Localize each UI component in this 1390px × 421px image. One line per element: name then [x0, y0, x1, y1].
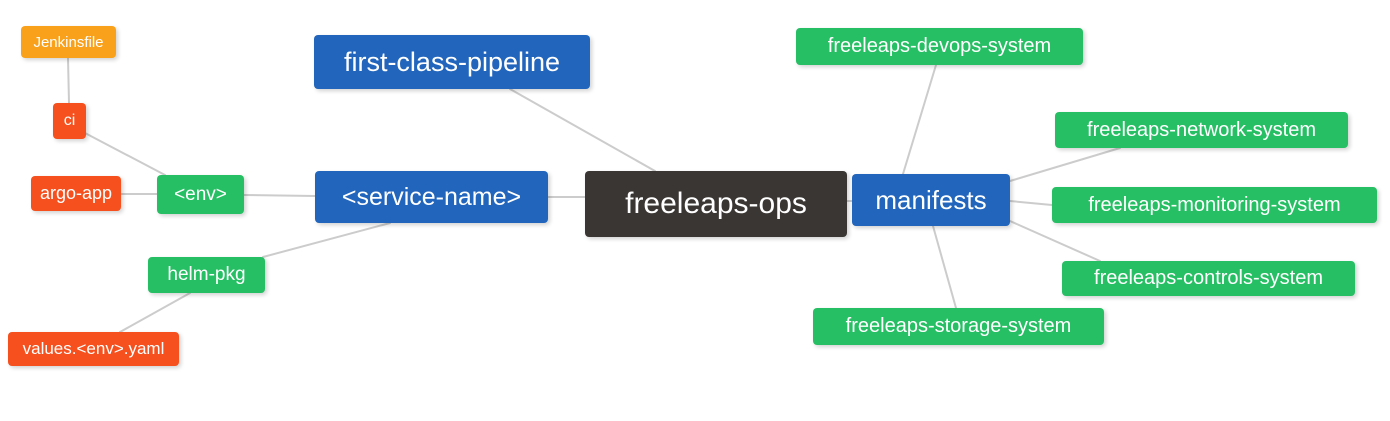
- node-helm-pkg[interactable]: helm-pkg: [148, 257, 265, 293]
- node-label: freeleaps-storage-system: [845, 315, 1072, 337]
- node-monitoring-system[interactable]: freeleaps-monitoring-system: [1052, 187, 1377, 223]
- node-devops-system[interactable]: freeleaps-devops-system: [796, 28, 1083, 65]
- edge-helm-pkg-service-name: [262, 222, 391, 258]
- node-argo-app[interactable]: argo-app: [31, 176, 121, 211]
- node-env[interactable]: <env>: [157, 175, 244, 214]
- edge-first-class-pipeline-freeleaps-ops: [509, 88, 656, 172]
- node-label: Jenkinsfile: [33, 33, 104, 51]
- node-label: ci: [63, 112, 76, 129]
- edge-manifests-devops-system: [902, 64, 937, 175]
- node-label: freeleaps-monitoring-system: [1088, 193, 1341, 216]
- node-network-system[interactable]: freeleaps-network-system: [1055, 112, 1348, 148]
- node-first-class-pipeline[interactable]: first-class-pipeline: [314, 35, 590, 89]
- node-ci[interactable]: ci: [53, 103, 86, 139]
- edge-manifests-controls-system: [1009, 220, 1101, 262]
- node-label: freeleaps-ops: [625, 187, 807, 220]
- edge-jenkinsfile-ci: [67, 57, 70, 104]
- node-label: freeleaps-network-system: [1087, 118, 1316, 141]
- edge-manifests-storage-system: [932, 225, 957, 309]
- node-label: argo-app: [39, 183, 113, 203]
- node-label: first-class-pipeline: [343, 46, 561, 77]
- edge-env-service-name: [243, 194, 316, 197]
- node-label: freeleaps-devops-system: [827, 35, 1052, 57]
- node-label: <service-name>: [341, 182, 522, 211]
- edge-values-env-yaml-helm-pkg: [119, 292, 191, 333]
- edge-manifests-network-system: [1009, 147, 1121, 182]
- node-storage-system[interactable]: freeleaps-storage-system: [813, 308, 1104, 345]
- node-label: values.<env>.yaml: [22, 339, 165, 358]
- node-label: <env>: [174, 183, 227, 205]
- node-manifests[interactable]: manifests: [852, 174, 1010, 226]
- node-label: freeleaps-controls-system: [1094, 267, 1323, 289]
- edge-manifests-monitoring-system: [1009, 200, 1053, 206]
- node-freeleaps-ops[interactable]: freeleaps-ops: [585, 171, 847, 237]
- node-jenkinsfile[interactable]: Jenkinsfile: [21, 26, 116, 58]
- edge-ci-env: [84, 132, 166, 176]
- node-label: manifests: [875, 184, 987, 215]
- node-values-env-yaml[interactable]: values.<env>.yaml: [8, 332, 179, 366]
- node-service-name[interactable]: <service-name>: [315, 171, 548, 223]
- node-controls-system[interactable]: freeleaps-controls-system: [1062, 261, 1355, 296]
- node-label: helm-pkg: [167, 264, 246, 285]
